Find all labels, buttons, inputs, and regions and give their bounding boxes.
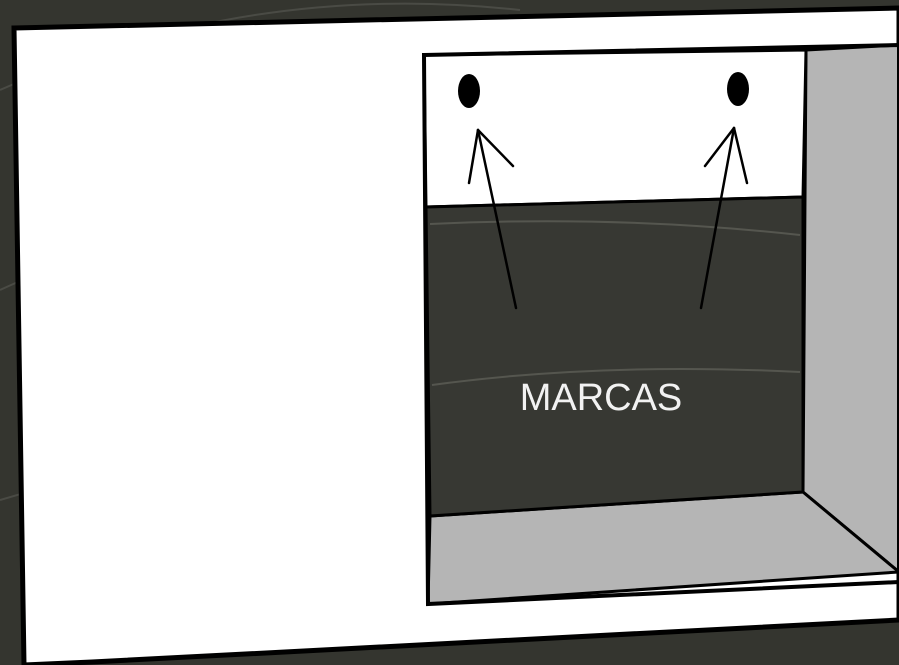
mark-right	[727, 72, 749, 106]
arrow-right	[699, 126, 749, 310]
box-outline	[421, 42, 899, 607]
mark-left	[458, 74, 480, 108]
right-wall	[801, 43, 899, 574]
marks-label: MARCAS	[520, 377, 683, 419]
arrow-left	[467, 128, 518, 310]
dark-area-curves	[429, 220, 801, 386]
box-dark	[424, 195, 805, 518]
box-top	[422, 48, 808, 209]
